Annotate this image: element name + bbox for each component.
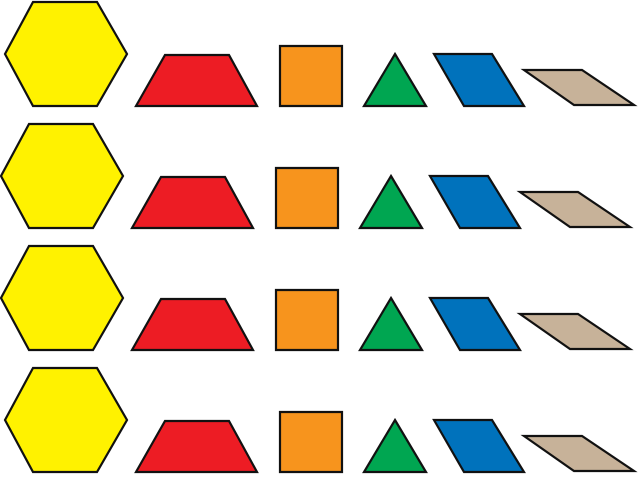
shape-row-2	[0, 122, 634, 230]
hexagon-block	[3, 366, 129, 474]
rhombus-block	[432, 52, 526, 108]
hexagon-block	[3, 0, 129, 108]
trapezoid-block	[130, 175, 255, 230]
rhombus-block	[428, 296, 522, 352]
square-block	[278, 44, 344, 108]
thin-rhombus-block	[516, 190, 634, 229]
shape-row-4	[3, 366, 638, 474]
trapezoid-block	[134, 419, 259, 474]
trapezoid-block	[134, 53, 259, 108]
rhombus-block	[432, 418, 526, 474]
hexagon-block	[0, 122, 125, 230]
thin-rhombus-block	[520, 68, 638, 107]
triangle-block	[358, 295, 424, 352]
hexagon-block	[0, 244, 125, 352]
triangle-block	[362, 417, 428, 474]
shape-row-1	[3, 0, 638, 108]
thin-rhombus-block	[520, 434, 638, 473]
square-block	[274, 288, 340, 352]
rhombus-block	[428, 174, 522, 230]
thin-rhombus-block	[516, 312, 634, 351]
square-block	[278, 410, 344, 474]
square-block	[274, 166, 340, 230]
triangle-block	[362, 51, 428, 108]
triangle-block	[358, 173, 424, 230]
trapezoid-block	[130, 297, 255, 352]
shape-row-3	[0, 244, 634, 352]
